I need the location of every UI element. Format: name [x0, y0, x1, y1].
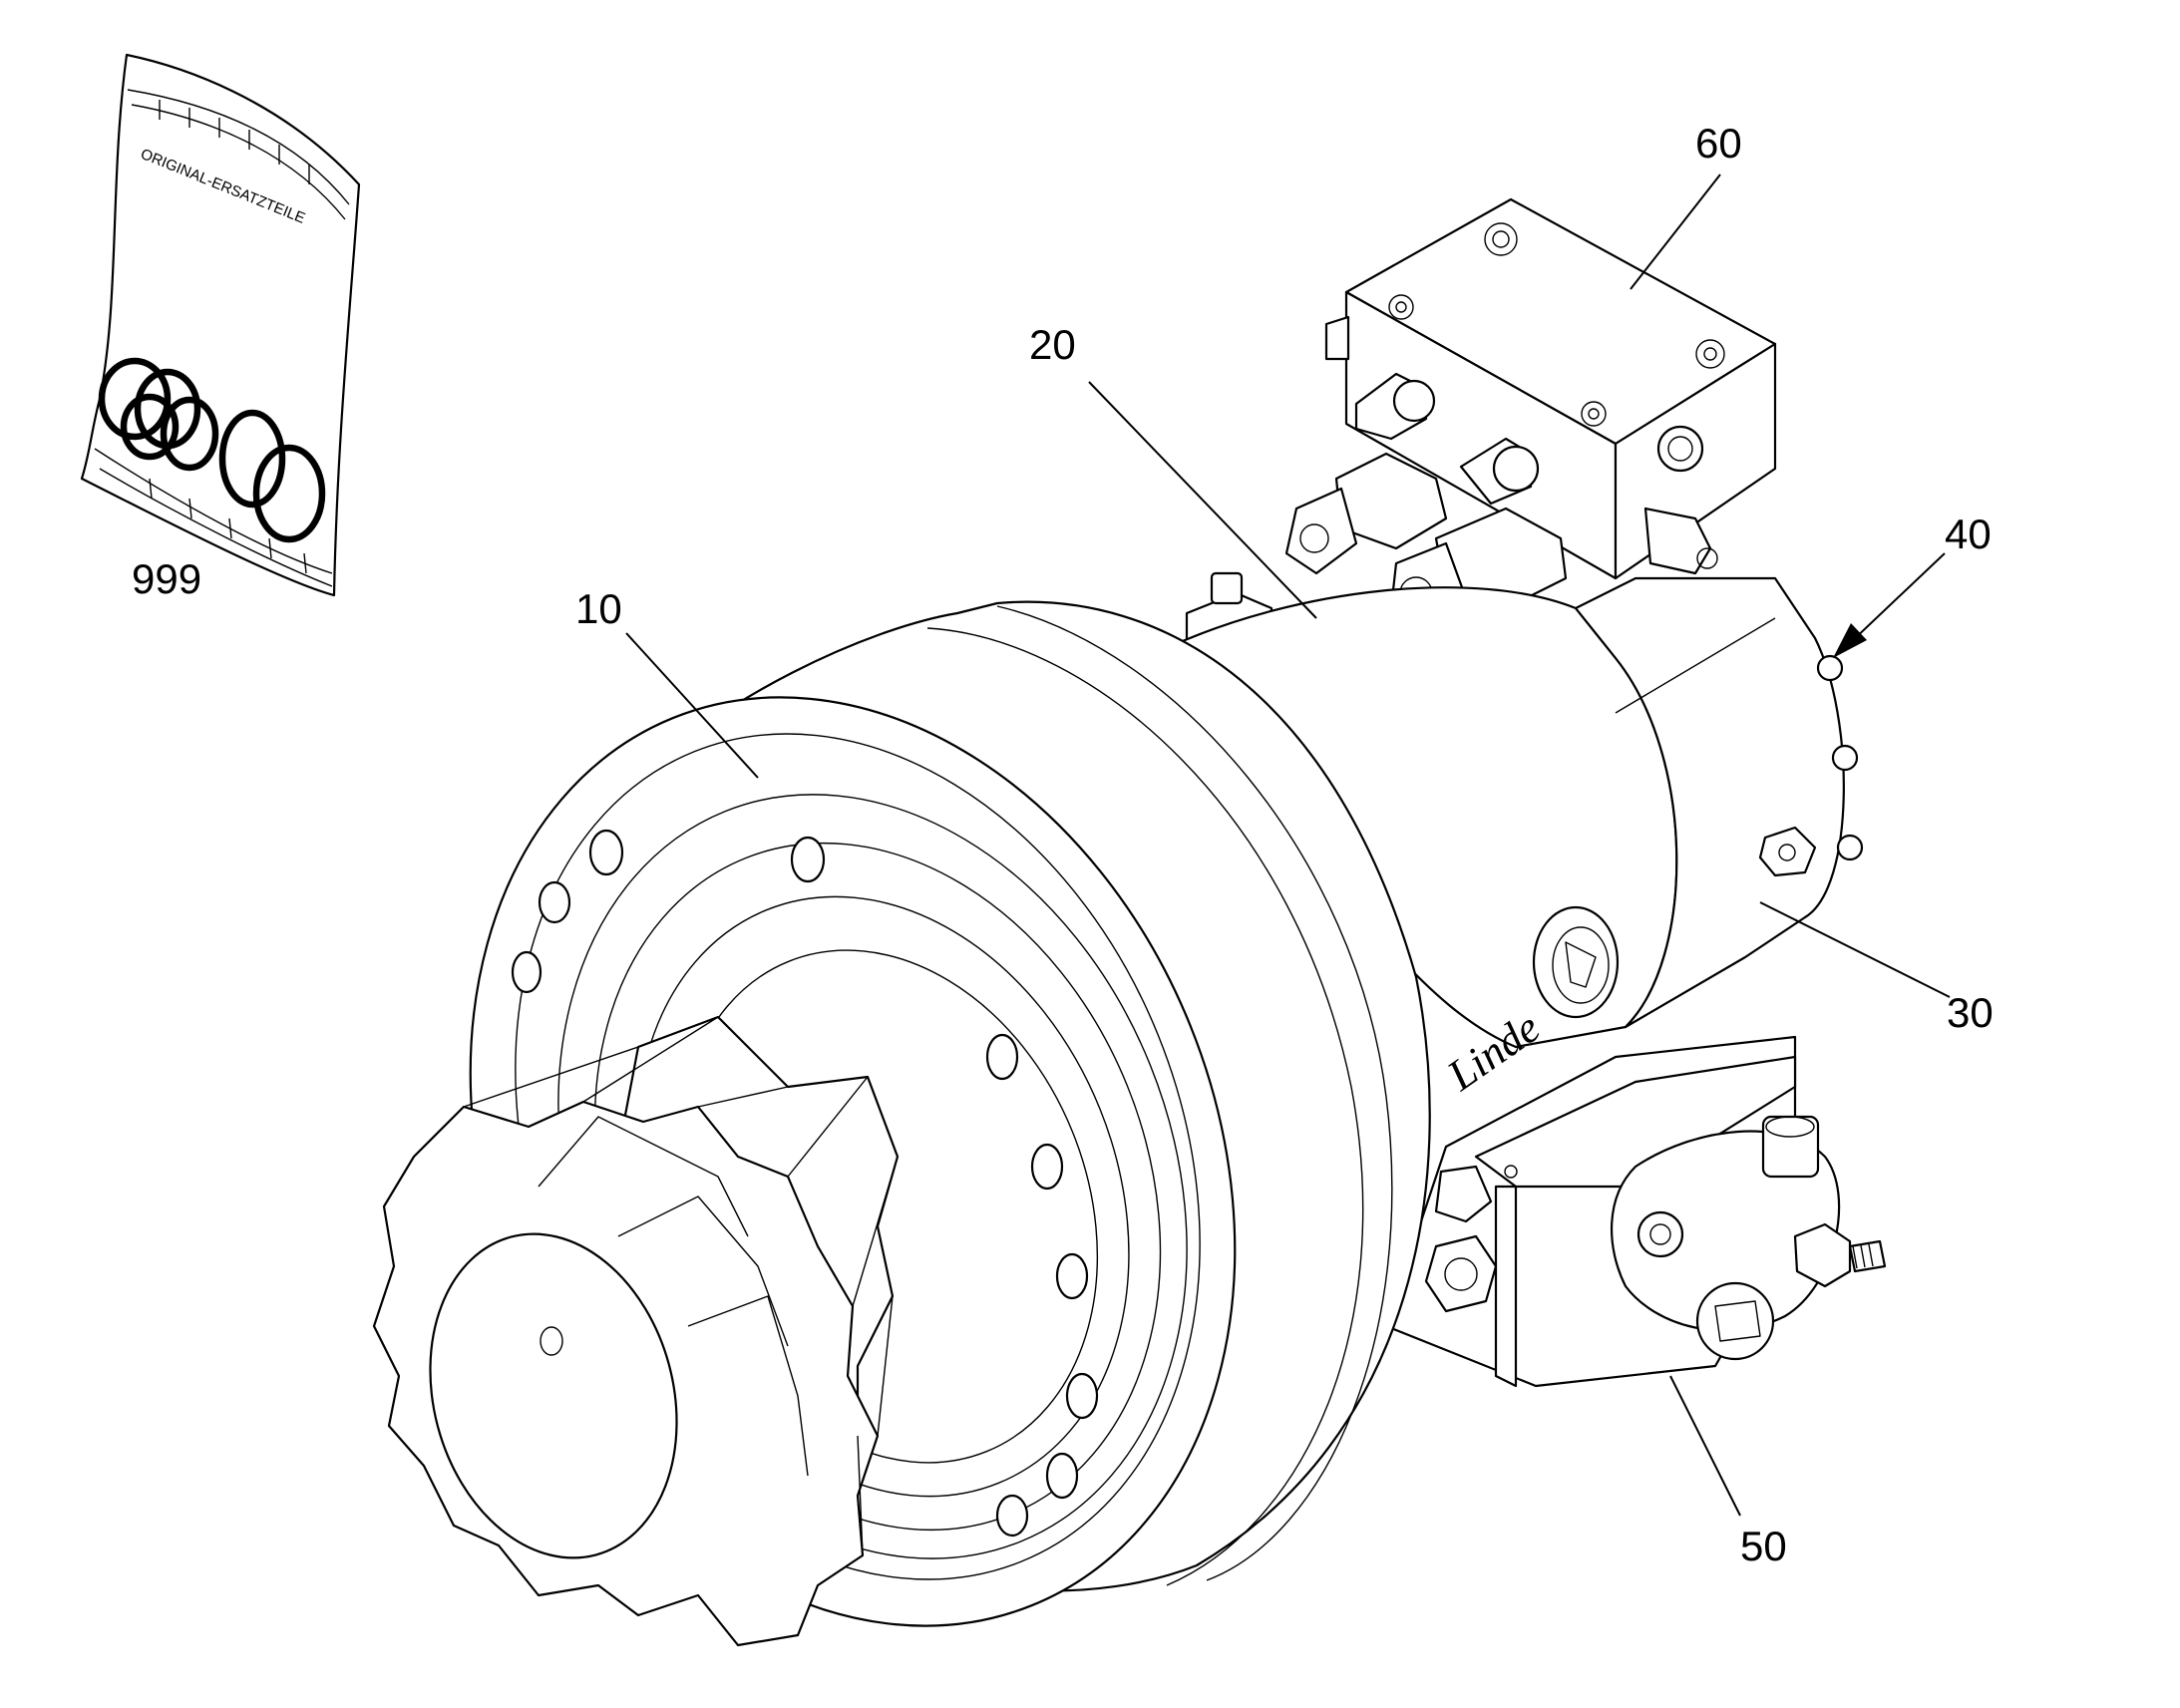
leader-10 — [625, 632, 759, 779]
callout-labels: 999 10 20 30 40 50 60 — [132, 120, 1994, 1569]
valve-block-50 — [1384, 1035, 1887, 1388]
leader-50 — [1669, 1375, 1741, 1517]
callout-40: 40 — [1945, 511, 1992, 557]
leader-lines — [625, 173, 1951, 1517]
leader-60 — [1630, 173, 1721, 290]
callout-999: 999 — [132, 555, 201, 602]
motor-housing: Linde — [1165, 576, 1864, 1101]
flange-bolt-holes — [511, 829, 1099, 1537]
callout-50: 50 — [1740, 1523, 1787, 1569]
callout-20: 20 — [1029, 321, 1076, 368]
callout-10: 10 — [575, 585, 622, 632]
o-ring-set-icon — [98, 357, 326, 543]
callout-60: 60 — [1695, 120, 1742, 167]
leader-40 — [1849, 552, 1946, 644]
leader-40-arrowhead — [1833, 623, 1867, 658]
leader-20 — [1088, 381, 1317, 619]
drive-pinion-gear — [372, 1015, 900, 1647]
spare-parts-bag: ORIGINAL-ERSATZTEILE — [80, 53, 361, 597]
leader-30 — [1759, 901, 1951, 998]
valve-block-60 — [1324, 197, 1777, 580]
callout-30: 30 — [1947, 989, 1994, 1036]
